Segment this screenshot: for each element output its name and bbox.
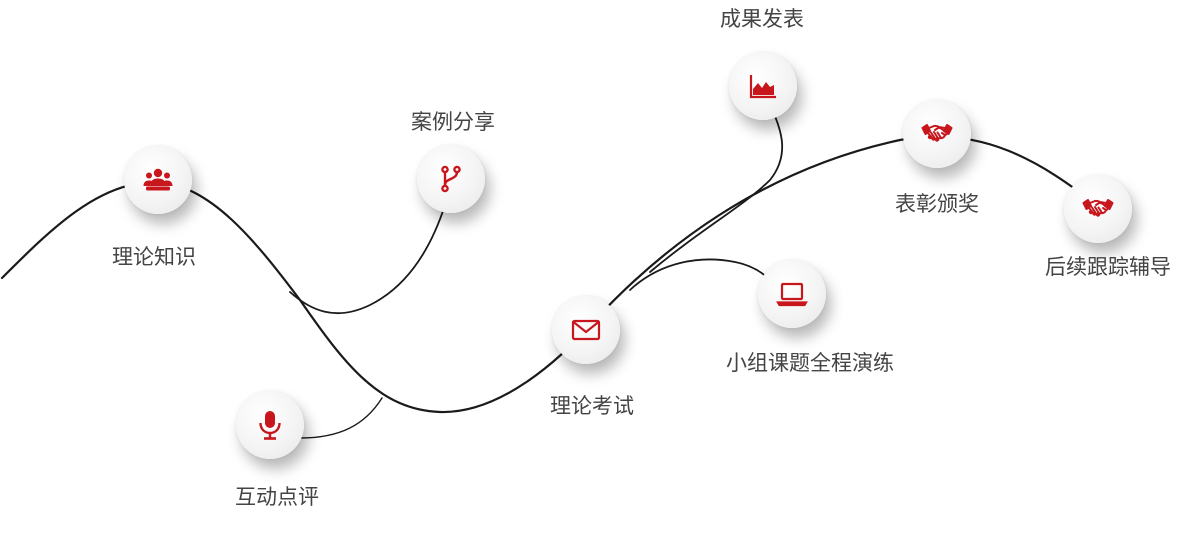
- node-follow-up-coaching[interactable]: [1064, 175, 1132, 243]
- area-chart-icon: [749, 75, 776, 99]
- microphone-icon: [259, 411, 281, 440]
- label-result-presentation: 成果发表: [720, 7, 804, 31]
- label-commendation-award: 表彰颁奖: [895, 192, 979, 216]
- node-theory-knowledge[interactable]: [124, 146, 192, 214]
- git-branch-icon: [441, 165, 461, 193]
- node-interactive-review[interactable]: [236, 391, 304, 459]
- laptop-icon: [776, 282, 808, 307]
- node-theory-exam[interactable]: [552, 296, 620, 364]
- label-theory-exam: 理论考试: [550, 394, 634, 418]
- node-case-sharing[interactable]: [417, 145, 485, 213]
- label-case-sharing: 案例分享: [411, 110, 495, 134]
- curve-branch-practice: [629, 258, 771, 291]
- label-group-project-practice: 小组课题全程演练: [726, 351, 894, 375]
- users-icon: [143, 168, 173, 191]
- curve-branch-result: [649, 104, 783, 273]
- handshake-icon: [921, 124, 953, 142]
- curve-branch-interact: [299, 397, 383, 439]
- node-commendation-award[interactable]: [903, 100, 971, 168]
- label-theory-knowledge: 理论知识: [112, 245, 196, 269]
- node-result-presentation[interactable]: [729, 52, 797, 120]
- envelope-icon: [571, 319, 601, 341]
- curve-branch-case: [289, 204, 446, 314]
- handshake-icon: [1082, 199, 1114, 217]
- node-group-project-practice[interactable]: [758, 260, 826, 328]
- label-follow-up-coaching: 后续跟踪辅导: [1045, 255, 1171, 279]
- label-interactive-review: 互动点评: [235, 485, 319, 509]
